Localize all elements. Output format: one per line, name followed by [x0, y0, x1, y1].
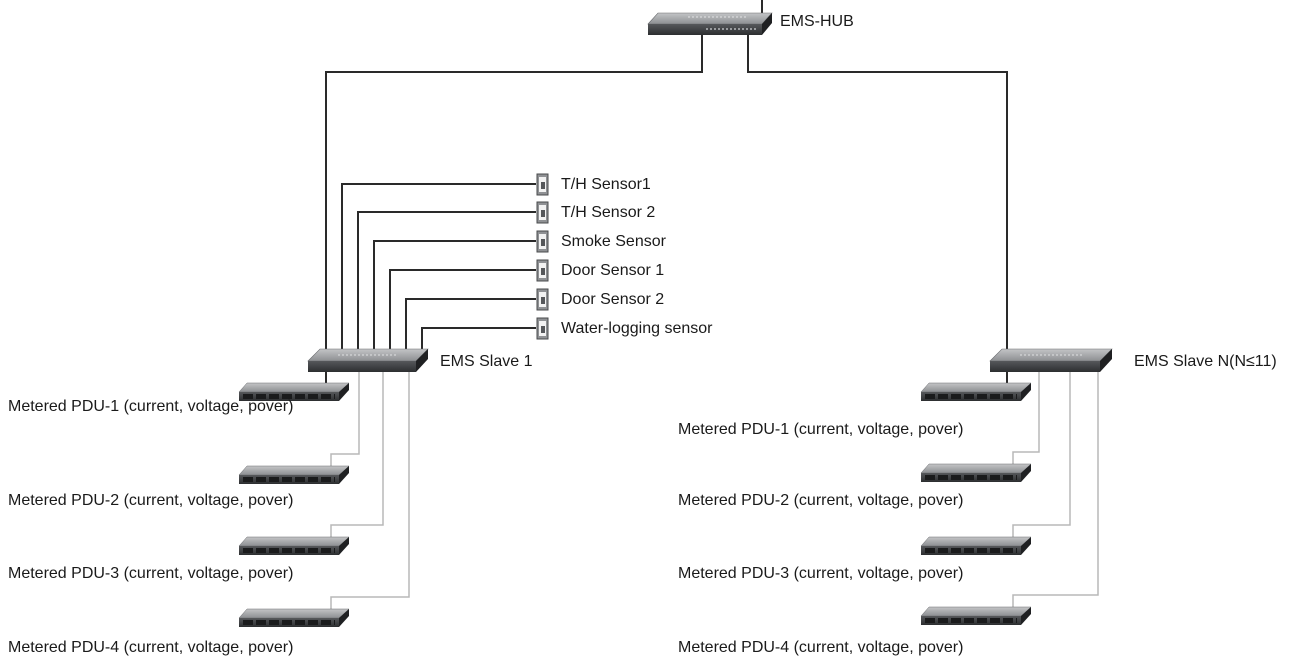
pdu-device	[920, 606, 1032, 625]
pdu-label: Metered PDU-3 (current, voltage, pover)	[8, 565, 293, 582]
pdu-line-sn-3	[1012, 366, 1071, 537]
slave-n-pdus: Metered PDU-1 (current, voltage, pover) …	[678, 382, 1032, 656]
ems-slave-n: EMS Slave N(N≤11)	[989, 348, 1277, 372]
sensor-line-th1	[341, 183, 536, 352]
sensor-line-th2	[357, 211, 536, 352]
pdu-line-sn-4	[1012, 366, 1099, 607]
pdu-label: Metered PDU-1 (current, voltage, pover)	[8, 398, 293, 415]
sensor-th2: T/H Sensor 2	[536, 201, 655, 224]
network-switch-icon	[647, 12, 773, 35]
sensor-label: Water-logging sensor	[561, 320, 713, 337]
pdu-icon	[920, 606, 1032, 625]
pdu-icon	[238, 536, 350, 555]
pdu-icon	[920, 536, 1032, 555]
sensor-smoke: Smoke Sensor	[536, 230, 667, 253]
hub-to-slave1-line	[325, 35, 703, 352]
pdu-line-sn-2	[1012, 366, 1040, 464]
sensor-line-water	[421, 327, 536, 352]
sensor-label: Door Sensor 1	[561, 262, 664, 279]
pdu-device	[238, 536, 350, 555]
sensor-label: T/H Sensor 2	[561, 204, 655, 221]
network-switch-icon	[989, 348, 1113, 372]
sensor-line-door1	[389, 269, 536, 352]
sensor-line-smoke	[373, 240, 536, 352]
pdu-label: Metered PDU-2 (current, voltage, pover)	[678, 492, 963, 509]
slave-n-label: EMS Slave N(N≤11)	[1134, 353, 1277, 370]
hub-label: EMS-HUB	[780, 13, 854, 30]
slave-1-pdus: Metered PDU-1 (current, voltage, pover) …	[8, 382, 350, 656]
pdu-label: Metered PDU-3 (current, voltage, pover)	[678, 565, 963, 582]
pdu-label: Metered PDU-2 (current, voltage, pover)	[8, 492, 293, 509]
pdu-icon	[238, 465, 350, 484]
sensor-icon	[536, 230, 549, 253]
pdu-device	[920, 536, 1032, 555]
sensor-label: T/H Sensor1	[561, 176, 651, 193]
pdu-line-s1-2	[330, 366, 360, 466]
ems-hub: EMS-HUB	[647, 12, 854, 35]
sensor-door2: Door Sensor 2	[536, 288, 664, 311]
sensor-icon	[536, 317, 549, 340]
sensor-label: Smoke Sensor	[561, 233, 667, 250]
hub-to-slaven-line	[747, 35, 1008, 352]
slave-1-label: EMS Slave 1	[440, 353, 533, 370]
sensor-icon	[536, 288, 549, 311]
sensor-icon	[536, 259, 549, 282]
sensor-water: Water-logging sensor	[536, 317, 713, 340]
pdu-icon	[920, 463, 1032, 482]
sensor-icon	[536, 201, 549, 224]
pdu-icon	[238, 608, 350, 627]
sensor-th1: T/H Sensor1	[536, 173, 651, 196]
sensor-label: Door Sensor 2	[561, 291, 664, 308]
pdu-icon	[920, 382, 1032, 401]
pdu-label: Metered PDU-1 (current, voltage, pover)	[678, 421, 963, 438]
pdu-device	[920, 382, 1032, 401]
sensor-icon	[536, 173, 549, 196]
pdu-line-s1-3	[330, 366, 384, 537]
slave-1-sensors: T/H Sensor1 T/H Sensor 2 Smoke Sensor Do…	[536, 173, 713, 340]
sensor-door1: Door Sensor 1	[536, 259, 664, 282]
pdu-device	[920, 463, 1032, 482]
pdu-label: Metered PDU-4 (current, voltage, pover)	[8, 639, 293, 656]
network-switch-icon	[307, 348, 429, 372]
ems-slave-1: EMS Slave 1	[307, 348, 533, 372]
pdu-icon	[238, 382, 350, 401]
pdu-line-s1-4	[330, 366, 410, 609]
sensor-line-door2	[405, 298, 536, 352]
pdu-device	[238, 608, 350, 627]
pdu-device	[238, 382, 350, 401]
pdu-label: Metered PDU-4 (current, voltage, pover)	[678, 639, 963, 656]
connection-lines	[325, 0, 1099, 609]
pdu-device	[238, 465, 350, 484]
